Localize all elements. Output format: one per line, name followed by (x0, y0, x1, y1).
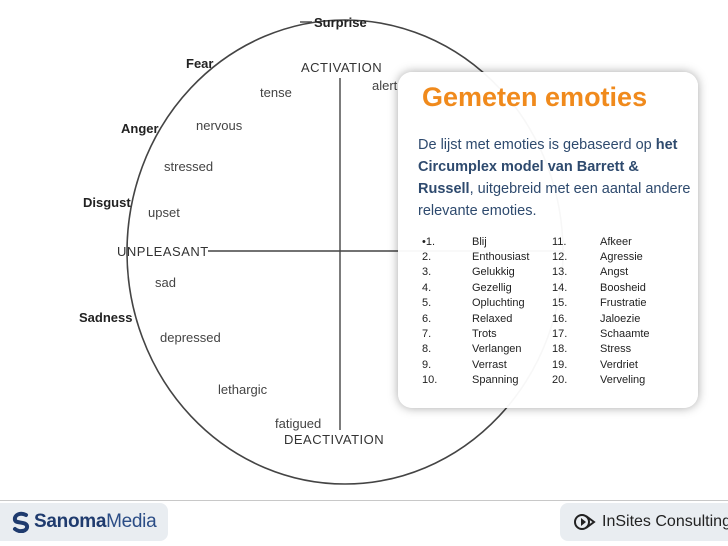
label-disgust: Disgust (83, 195, 131, 210)
table-row: 10. Spanning 20. Verveling (418, 373, 670, 388)
row-number-right: 17. (552, 328, 568, 341)
row-emotion-right: Schaamte (600, 328, 650, 341)
row-number-left: 2. (422, 251, 432, 264)
label-unpleasant: UNPLEASANT (117, 244, 209, 259)
row-emotion-right: Jaloezie (600, 312, 641, 325)
row-number-right: 19. (552, 358, 568, 371)
table-row: 3. Gelukkig 13. Angst (418, 265, 670, 280)
emotions-card: Gemeten emoties De lijst met emoties is … (398, 72, 698, 408)
card-description: De lijst met emoties is gebaseerd op het… (418, 134, 694, 222)
row-emotion-right: Frustratie (600, 297, 647, 310)
table-row: 9. Verrast 19. Verdriet (418, 357, 670, 372)
row-emotion-left: Trots (472, 328, 497, 341)
table-row: 6. Relaxed 16. Jaloezie (418, 311, 670, 326)
row-number-right: 14. (552, 281, 568, 294)
table-row: 8. Verlangen 18. Stress (418, 342, 670, 357)
row-number-right: 16. (552, 312, 568, 325)
sanoma-wordmark: SanomaMedia (34, 511, 157, 533)
row-emotion-left: Spanning (472, 374, 519, 387)
row-number-left: •1. (422, 235, 436, 248)
row-number-left: 8. (422, 343, 432, 356)
desc-part-2: , uitgebreid met een aantal andere relev… (418, 181, 691, 219)
row-number-right: 18. (552, 343, 568, 356)
label-sadness: Sadness (79, 310, 132, 325)
label-anger: Anger (121, 121, 159, 136)
desc-bold: het Circumplex model van Barrett & Russe… (418, 137, 678, 197)
row-emotion-right: Angst (600, 266, 629, 279)
table-row: 2. Enthousiast 12. Agressie (418, 249, 670, 264)
row-number-left: 7. (422, 328, 432, 341)
row-number-left: 10. (422, 374, 438, 387)
label-deactivation: DEACTIVATION (284, 432, 384, 447)
row-emotion-right: Afkeer (600, 235, 632, 248)
row-number-left: 5. (422, 297, 432, 310)
row-number-right: 20. (552, 374, 568, 387)
row-emotion-left: Gezellig (472, 281, 512, 294)
sanoma-name: Sanoma (34, 511, 107, 532)
label-stressed: stressed (164, 159, 213, 174)
insites-logo-icon (574, 514, 596, 530)
card-title: Gemeten emoties (422, 82, 648, 112)
label-fatigued: fatigued (275, 416, 321, 431)
sanoma-media: Media (106, 511, 157, 532)
insites-wordmark: InSites Consulting (602, 513, 728, 530)
label-surprise: Surprise (314, 15, 367, 30)
row-emotion-left: Enthousiast (472, 251, 530, 264)
table-row: •1. Blij 11. Afkeer (418, 234, 670, 249)
sanoma-logo-icon (12, 511, 30, 533)
table-row: 7. Trots 17. Schaamte (418, 326, 670, 341)
label-activation: ACTIVATION (301, 60, 382, 75)
label-lethargic: lethargic (218, 382, 268, 397)
row-number-right: 15. (552, 297, 568, 310)
row-number-left: 6. (422, 312, 432, 325)
label-sad: sad (155, 275, 176, 290)
row-emotion-right: Stress (600, 343, 632, 356)
row-emotion-left: Relaxed (472, 312, 513, 325)
label-alert: alert (372, 78, 398, 93)
label-upset: upset (148, 205, 180, 220)
table-row: 4. Gezellig 14. Boosheid (418, 280, 670, 295)
label-tense: tense (260, 85, 292, 100)
row-number-right: 13. (552, 266, 568, 279)
label-fear: Fear (186, 56, 213, 71)
label-depressed: depressed (160, 330, 221, 345)
row-emotion-left: Opluchting (472, 297, 525, 310)
footer-divider (0, 500, 728, 501)
table-row: 5. Opluchting 15. Frustratie (418, 296, 670, 311)
row-number-right: 11. (552, 235, 567, 248)
row-emotion-right: Boosheid (600, 281, 646, 294)
row-emotion-left: Verrast (472, 358, 507, 371)
row-emotion-left: Blij (472, 235, 487, 248)
row-emotion-right: Verdriet (600, 358, 638, 371)
row-number-left: 4. (422, 281, 432, 294)
row-number-left: 3. (422, 266, 432, 279)
row-number-right: 12. (552, 251, 568, 264)
emotions-table-body: •1. Blij 11. Afkeer 2. Enthousiast 12. Agressie… (418, 234, 670, 388)
row-number-left: 9. (422, 358, 432, 371)
sanoma-media-logo: SanomaMedia (0, 503, 168, 541)
emotions-table: •1. Blij 11. Afkeer 2. Enthousiast 12. Agressie… (418, 234, 670, 388)
desc-part-1: De lijst met emoties is gebaseerd op (418, 137, 652, 153)
row-emotion-left: Verlangen (472, 343, 522, 356)
row-emotion-right: Verveling (600, 374, 646, 387)
row-emotion-left: Gelukkig (472, 266, 515, 279)
label-nervous: nervous (196, 118, 243, 133)
row-emotion-right: Agressie (600, 251, 643, 264)
insites-consulting-logo: InSites Consulting (560, 503, 728, 541)
